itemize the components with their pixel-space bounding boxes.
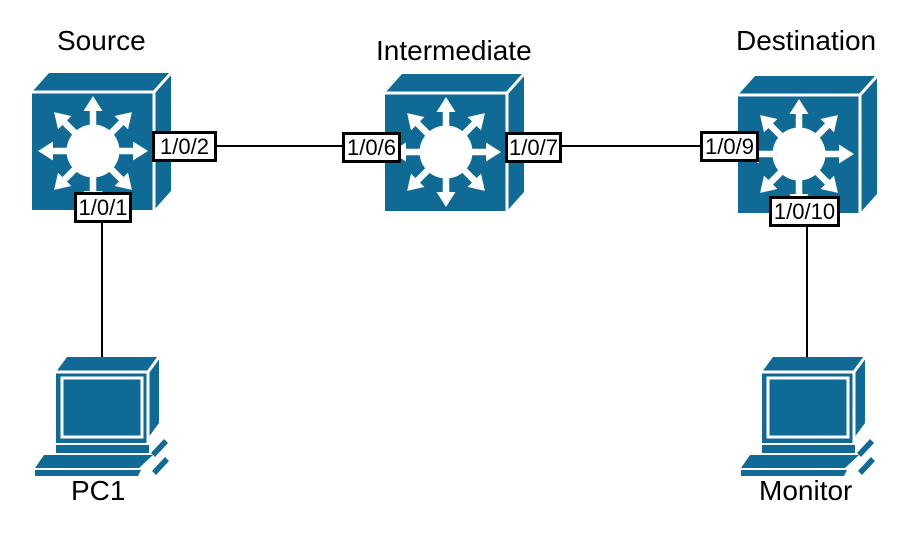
link-source-pc1 <box>101 200 103 360</box>
workstation-icon-pc1 <box>35 357 171 477</box>
port-label-1-0-2: 1/0/2 <box>152 131 217 162</box>
workstation-label-monitor: Monitor <box>759 475 853 506</box>
switch-label-destination: Destination <box>736 25 877 56</box>
port-label-1-0-10: 1/0/10 <box>769 196 840 227</box>
port-label-1-0-7: 1/0/7 <box>505 132 562 163</box>
workstation-icon-monitor <box>741 357 877 477</box>
port-label-1-0-6: 1/0/6 <box>342 132 401 163</box>
port-label-1-0-1: 1/0/1 <box>74 192 132 223</box>
switch-icon-intermediate <box>385 72 524 211</box>
workstation-label-pc1: PC1 <box>71 475 126 506</box>
link-source-intermediate <box>195 145 355 147</box>
switch-icon-source <box>32 71 171 210</box>
link-intermediate-destination <box>545 145 715 147</box>
port-label-1-0-9: 1/0/9 <box>700 131 759 162</box>
link-destination-monitor <box>806 205 808 360</box>
switch-label-source: Source <box>57 25 146 56</box>
switch-label-intermediate: Intermediate <box>376 35 532 66</box>
